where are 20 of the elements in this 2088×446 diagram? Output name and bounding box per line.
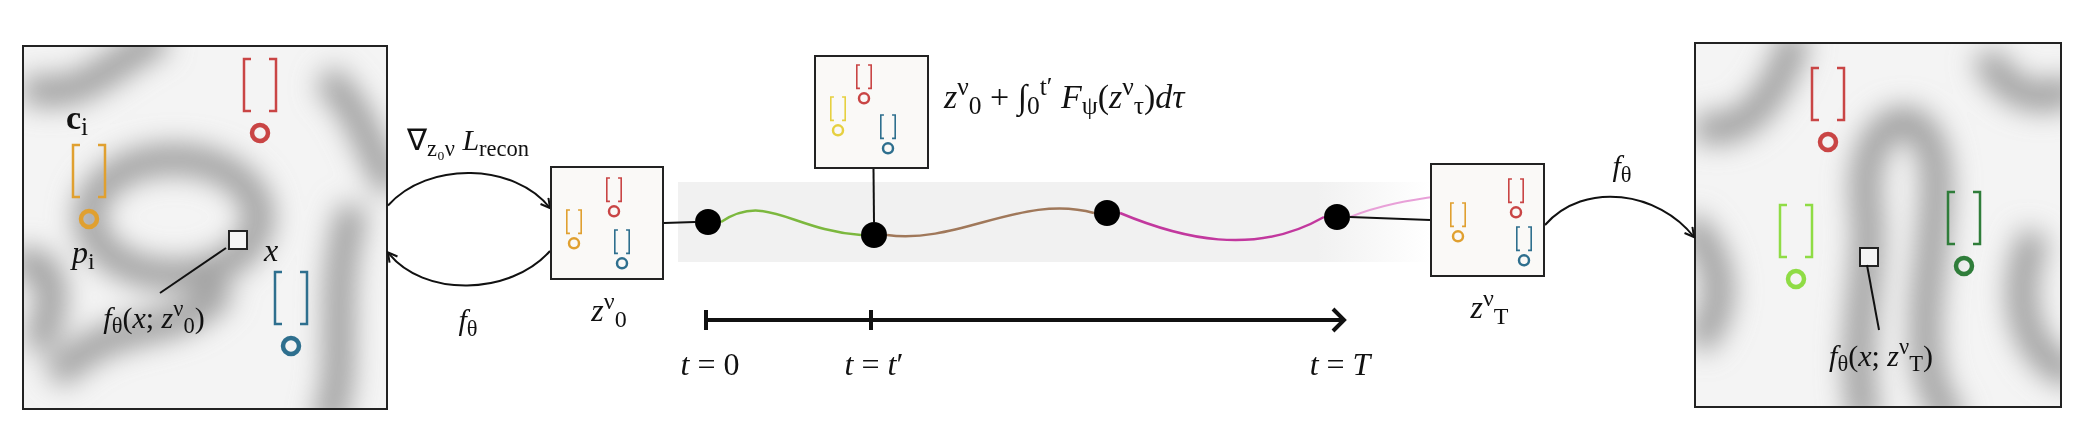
formula-label: z$^{ν}$$_{0}$ + ∫$_{0}$$^{t′}$ F$_{ψ}$(z$^{ν}$$_{τ}$)dτ bbox=[944, 71, 1187, 122]
math-label: c$_{i}$ bbox=[66, 98, 89, 143]
query-point-square bbox=[1859, 247, 1879, 267]
trajectory-curve bbox=[1119, 211, 1325, 242]
math-label: t = t′ bbox=[843, 345, 905, 384]
math-label: t = 0 bbox=[679, 345, 741, 384]
formula-label: x bbox=[264, 231, 279, 270]
formula-label: f$_{θ}$(x; z$^{ν}$$_{T}$) bbox=[1829, 333, 1933, 378]
curved-arrow bbox=[387, 250, 551, 287]
math-label: t = T bbox=[1308, 345, 1373, 384]
connector-line bbox=[872, 168, 875, 223]
connector-line bbox=[159, 247, 227, 294]
connector-line bbox=[1349, 216, 1431, 221]
formula-label: f$_{θ}$(x; z$^{ν}$$_{0}$) bbox=[103, 295, 205, 340]
connector-line bbox=[663, 221, 696, 224]
curved-arrow bbox=[387, 172, 551, 209]
trajectory-curve bbox=[720, 209, 862, 237]
curved-arrow bbox=[1544, 195, 1695, 238]
math-label: p$_{i}$ bbox=[72, 233, 95, 276]
trajectory-curve bbox=[886, 207, 1095, 238]
